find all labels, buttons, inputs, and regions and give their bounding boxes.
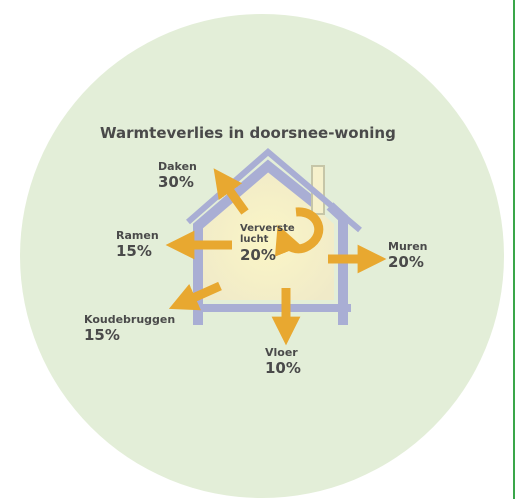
house-floor <box>193 304 351 312</box>
label-ververste-lucht: Ververste lucht 20% <box>240 224 295 263</box>
label-daken: Daken 30% <box>158 161 197 190</box>
label-ververste-lucht-line2: lucht <box>240 234 269 245</box>
arrow-daken <box>213 168 249 215</box>
label-vloer-name: Vloer <box>265 346 298 359</box>
frame-border-line <box>513 0 515 499</box>
diagram-title: Warmteverlies in doorsnee-woning <box>100 124 396 142</box>
label-vloer: Vloer 10% <box>265 347 301 376</box>
heat-flow-arrows <box>165 168 387 346</box>
label-ramen-name: Ramen <box>116 229 159 242</box>
label-muren-percent: 20% <box>388 253 424 271</box>
label-ramen-percent: 15% <box>116 242 152 260</box>
arrow-ververste-lucht <box>274 207 324 257</box>
label-koudebruggen-percent: 15% <box>84 326 120 344</box>
label-muren: Muren 20% <box>388 241 428 270</box>
label-ververste-lucht-line1: Ververste <box>240 223 295 234</box>
label-ververste-lucht-percent: 20% <box>240 246 276 264</box>
label-vloer-percent: 10% <box>265 359 301 377</box>
arrow-koudebruggen <box>168 281 222 311</box>
label-koudebruggen: Koudebruggen 15% <box>84 314 175 343</box>
label-koudebruggen-name: Koudebruggen <box>84 313 176 326</box>
label-muren-name: Muren <box>388 240 428 253</box>
label-daken-percent: 30% <box>158 173 194 191</box>
label-daken-name: Daken <box>158 160 197 173</box>
label-ramen: Ramen 15% <box>116 230 159 259</box>
